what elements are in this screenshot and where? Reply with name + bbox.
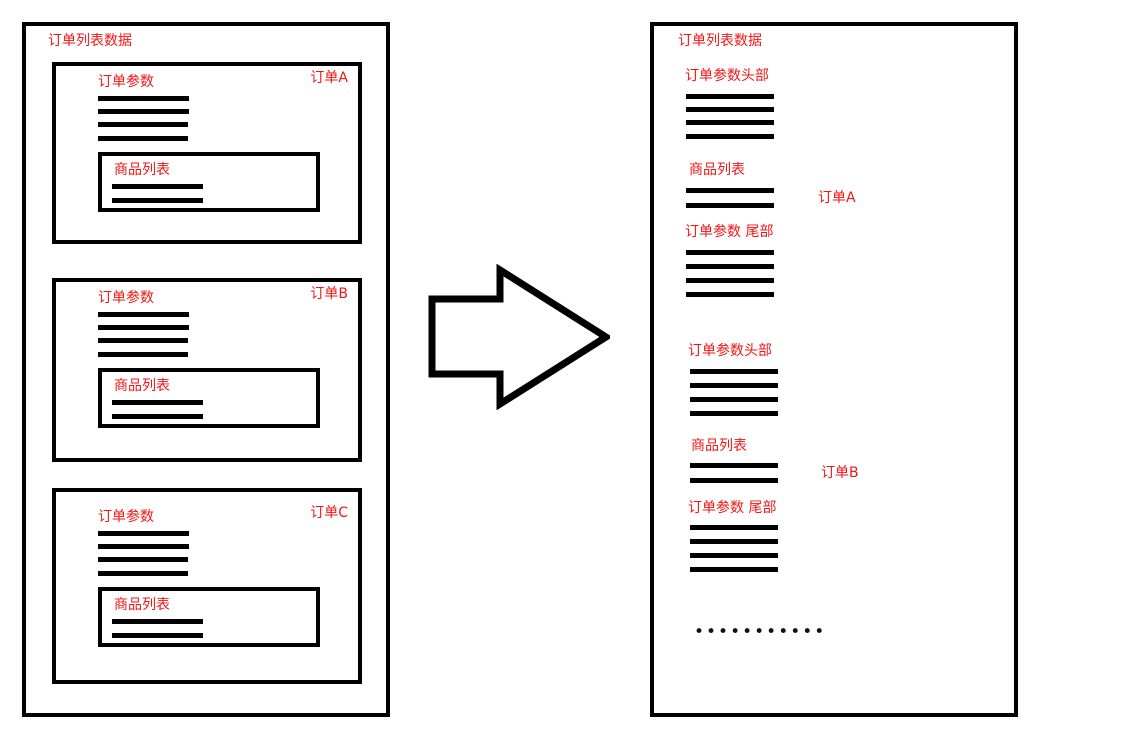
param-bar xyxy=(98,312,189,317)
left-panel-title: 订单列表数据 xyxy=(48,33,132,49)
param-bar xyxy=(686,292,774,297)
section-label-header: 订单参数头部 xyxy=(685,68,769,84)
section-label-footer: 订单参数 尾部 xyxy=(685,224,774,240)
product-bar xyxy=(690,463,778,468)
param-bar xyxy=(690,525,778,530)
order-card[interactable]: 订单参数 订单A 商品列表 xyxy=(52,62,362,244)
section-label-footer: 订单参数 尾部 xyxy=(688,500,777,516)
param-bar xyxy=(686,278,774,283)
product-list-label: 商品列表 xyxy=(114,378,170,394)
param-bar xyxy=(686,250,774,255)
section-label-product-list: 商品列表 xyxy=(689,162,745,178)
order-params-label: 订单参数 xyxy=(98,509,154,525)
param-bar xyxy=(690,539,778,544)
continuation-ellipsis: ••••••••••• xyxy=(694,622,827,642)
param-bar xyxy=(690,383,778,388)
param-bar xyxy=(690,553,778,558)
right-panel-title: 订单列表数据 xyxy=(678,33,762,49)
right-arrow-icon xyxy=(428,264,610,410)
section-label-product-list: 商品列表 xyxy=(691,438,747,454)
product-bar xyxy=(112,619,203,624)
product-bar xyxy=(686,188,774,193)
product-list-box[interactable]: 商品列表 xyxy=(98,368,320,428)
order-card[interactable]: 订单参数 订单C 商品列表 xyxy=(52,488,362,684)
order-id-label: 订单B xyxy=(821,465,859,481)
order-params-label: 订单参数 xyxy=(98,74,154,90)
param-bar xyxy=(686,94,774,99)
product-bar xyxy=(112,198,203,203)
param-bar xyxy=(690,369,778,374)
param-bar xyxy=(686,134,774,139)
param-bar xyxy=(98,531,189,536)
product-bar xyxy=(112,633,203,638)
section-label-header: 订单参数头部 xyxy=(688,343,772,359)
param-bar xyxy=(98,338,188,343)
product-bar xyxy=(690,478,778,483)
param-bar xyxy=(686,120,774,125)
param-bar xyxy=(98,109,189,114)
param-bar xyxy=(686,107,774,112)
param-bar xyxy=(98,571,188,576)
param-bar xyxy=(690,411,778,416)
product-list-label: 商品列表 xyxy=(114,162,170,178)
order-id-label: 订单C xyxy=(310,505,348,521)
param-bar xyxy=(98,136,188,141)
order-id-label: 订单A xyxy=(310,70,348,86)
product-bar xyxy=(112,400,203,405)
param-bar xyxy=(98,325,189,330)
product-bar xyxy=(112,184,203,189)
param-bar xyxy=(98,557,188,562)
param-bar xyxy=(98,544,189,549)
param-bar xyxy=(98,96,189,101)
order-card[interactable]: 订单参数 订单B 商品列表 xyxy=(52,278,362,462)
product-bar xyxy=(112,414,203,419)
param-bar xyxy=(686,264,774,269)
order-id-label: 订单B xyxy=(310,286,348,302)
product-list-label: 商品列表 xyxy=(114,597,170,613)
param-bar xyxy=(98,352,188,357)
product-bar xyxy=(686,203,774,208)
product-list-box[interactable]: 商品列表 xyxy=(98,587,320,647)
param-bar xyxy=(690,567,778,572)
param-bar xyxy=(690,397,778,402)
param-bar xyxy=(98,122,188,127)
product-list-box[interactable]: 商品列表 xyxy=(98,152,320,212)
order-id-label: 订单A xyxy=(818,190,856,206)
order-params-label: 订单参数 xyxy=(98,290,154,306)
